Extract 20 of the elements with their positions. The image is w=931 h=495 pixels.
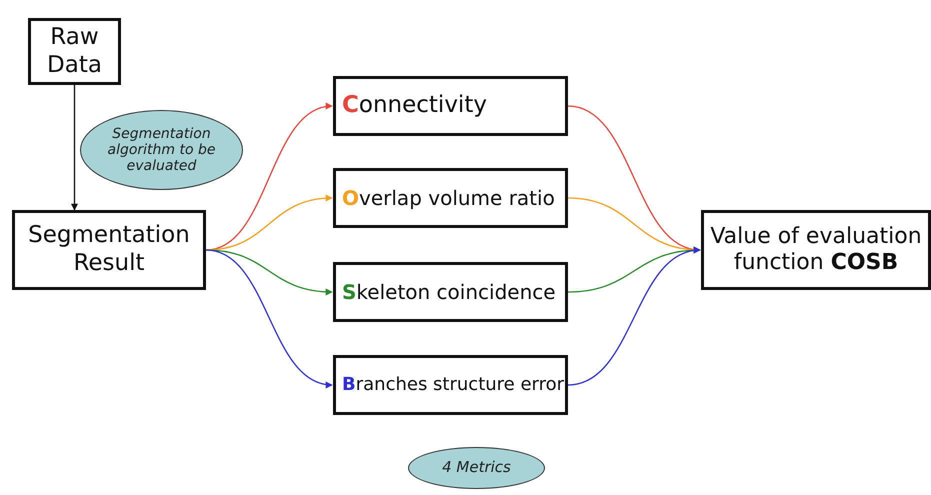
process-box (12, 210, 206, 290)
arrow (71, 85, 78, 211)
arrow (206, 249, 333, 388)
node-label: Overlap volume ratio (342, 186, 555, 210)
node-label: Skeleton coincidence (342, 280, 556, 304)
process-box (701, 210, 931, 290)
metric-box (333, 168, 568, 228)
process-box (28, 18, 121, 85)
arrow (206, 104, 333, 251)
node-label: Segmentation Result (27, 222, 191, 278)
node-label: Branches structure error (342, 374, 564, 396)
annotation-text: Segmentation algorithm to be evaluated (106, 126, 217, 174)
node-label: Value of evaluation function COSB (709, 224, 923, 276)
metric-box (333, 262, 568, 322)
metric-box (333, 355, 568, 415)
metric-box (333, 76, 568, 136)
node-label: Raw Data (46, 24, 103, 80)
node-label: Connectivity (342, 92, 487, 120)
arrow (568, 248, 701, 386)
annotation-text: 4 Metrics (442, 459, 511, 477)
